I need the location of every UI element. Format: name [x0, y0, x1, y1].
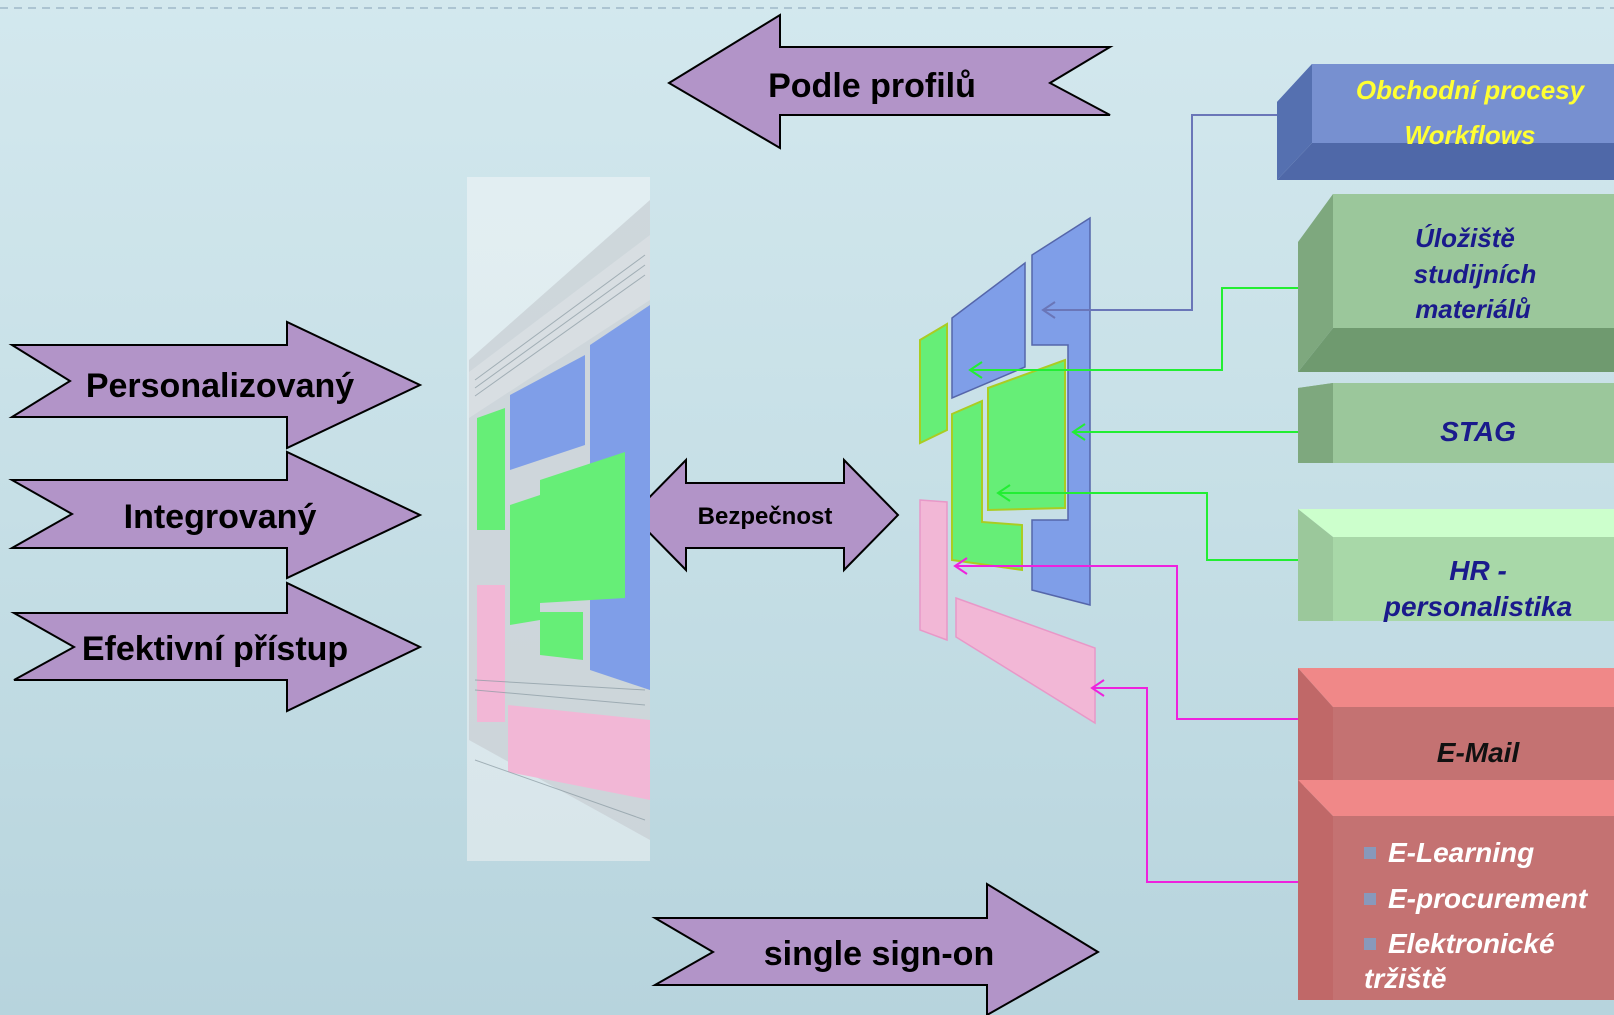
box-elearning-item3-line2: tržiště — [1364, 963, 1447, 994]
arrow-single-sign-on: single sign-on — [651, 882, 1100, 1015]
box-email: E-Mail — [1298, 668, 1614, 786]
arrow-by-profiles-label: Podle profilů — [768, 67, 976, 105]
connector-hr — [998, 492, 1311, 561]
layout-pink-panel-2 — [955, 596, 1096, 725]
portal-layout — [919, 216, 1096, 725]
layout-pink-panel-1 — [919, 499, 948, 642]
layout-green-panel-3 — [987, 358, 1066, 512]
arrow-integrated-label: Integrovaný — [124, 498, 317, 536]
arrow-by-profiles: Podle profilů — [667, 13, 1114, 150]
arrow-effective-access: Efektivní přístup — [10, 581, 423, 713]
box-storage-line3: materiálů — [1415, 294, 1531, 324]
box-business-line2: Workflows — [1405, 120, 1536, 150]
connector-storage — [970, 287, 1311, 371]
box-elearning-item2: E-procurement — [1388, 883, 1589, 914]
arrow-personalized: Personalizovaný — [8, 320, 423, 450]
box-elearning: E-Learning E-procurement Elektronické tr… — [1298, 780, 1614, 1000]
box-business-line1: Obchodní procesy — [1356, 75, 1586, 105]
layout-green-panel-1 — [919, 322, 948, 445]
box-hr: HR - personalistika — [1298, 509, 1614, 622]
box-elearning-item3-line1: Elektronické — [1388, 928, 1555, 959]
box-study-materials: Úložiště studijních materiálů — [1298, 194, 1614, 372]
box-stag-label: STAG — [1440, 416, 1516, 447]
arrow-single-sign-on-label: single sign-on — [764, 935, 994, 973]
box-storage-line2: studijních — [1414, 259, 1537, 289]
box-stag: STAG — [1298, 383, 1614, 463]
connector-business — [1043, 114, 1313, 311]
layout-blue-panel-2 — [1031, 216, 1091, 606]
box-storage-line1: Úložiště — [1415, 223, 1515, 253]
layout-blue-panel-1 — [951, 261, 1026, 400]
arrow-effective-access-label: Efektivní přístup — [82, 630, 348, 668]
layout-green-panel-2 — [951, 399, 1023, 572]
box-email-label: E-Mail — [1437, 737, 1521, 768]
box-business-processes: Obchodní procesy Workflows — [1277, 64, 1614, 180]
arrow-security-label: Bezpečnost — [698, 503, 833, 530]
portal-screenshot — [467, 177, 650, 861]
box-elearning-item1: E-Learning — [1388, 837, 1534, 868]
arrow-integrated: Integrovaný — [8, 450, 423, 580]
arrow-security: Bezpečnost — [630, 457, 900, 573]
connector-email — [955, 565, 1311, 720]
box-hr-line1: HR - — [1449, 555, 1507, 586]
connector-elearning — [1092, 687, 1311, 883]
box-hr-line2: personalistika — [1383, 591, 1572, 622]
arrow-personalized-label: Personalizovaný — [86, 367, 354, 405]
